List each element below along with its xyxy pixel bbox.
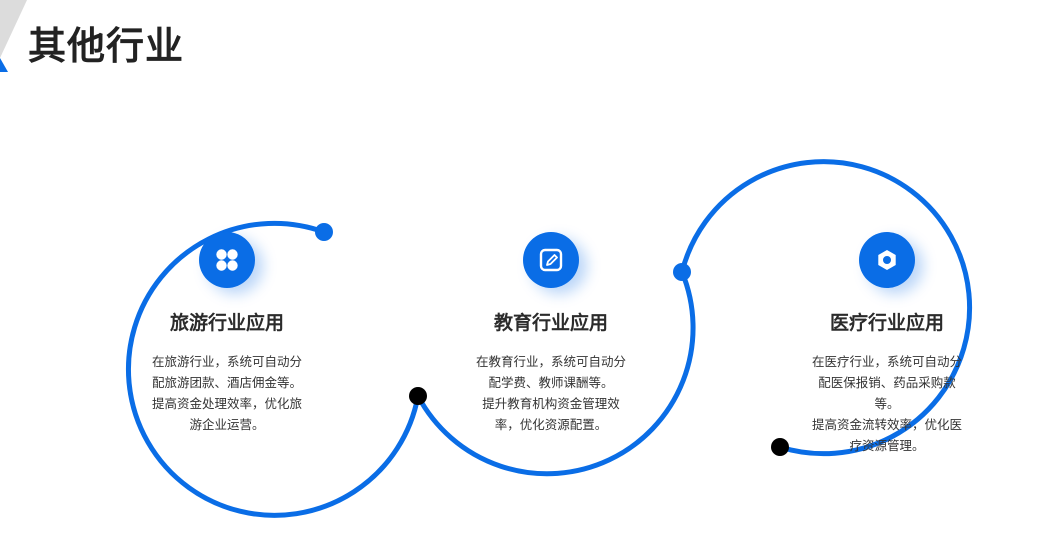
desc-line: 配旅游团款、酒店佣金等。	[151, 375, 302, 390]
desc-line: 配医保报销、药品采购款	[818, 375, 956, 390]
clover-icon	[216, 249, 238, 271]
card-title: 教育行业应用	[493, 312, 608, 334]
desc-line: 率，优化资源配置。	[494, 417, 608, 432]
page-title: 其他行业	[28, 24, 185, 68]
card-description: 在医疗行业，系统可自动分 配医保报销、药品采购款 等。 提高资金流转效率，优化医…	[802, 351, 972, 456]
node-dot-4	[771, 438, 789, 456]
desc-line: 提升教育机构资金管理效	[482, 396, 620, 411]
desc-line: 疗资源管理。	[849, 438, 925, 453]
card-title: 旅游行业应用	[169, 312, 284, 334]
edit-icon	[539, 248, 563, 272]
node-dot-3	[673, 263, 691, 281]
desc-line: 在医疗行业，系统可自动分	[811, 354, 962, 369]
hex-nut-icon	[878, 250, 896, 270]
tourism-icon-badge	[199, 232, 255, 288]
medical-icon-badge	[859, 232, 915, 288]
card-education: 教育行业应用 在教育行业，系统可自动分 配学费、教师课酬等。 提升教育机构资金管…	[446, 232, 656, 435]
curve-segment-3	[679, 159, 972, 457]
card-title: 医疗行业应用	[829, 312, 944, 334]
card-medical: 医疗行业应用 在医疗行业，系统可自动分 配医保报销、药品采购款 等。 提高资金流…	[782, 232, 992, 456]
card-description: 在旅游行业，系统可自动分 配旅游团款、酒店佣金等。 提高资金处理效率，优化旅 游…	[142, 351, 312, 435]
node-dot-2	[409, 387, 427, 405]
node-dot-1	[315, 223, 333, 241]
card-description: 在教育行业，系统可自动分 配学费、教师课酬等。 提升教育机构资金管理效 率，优化…	[466, 351, 636, 435]
desc-line: 游企业运营。	[189, 417, 265, 432]
education-icon-badge	[523, 232, 579, 288]
desc-line: 等。	[874, 396, 900, 411]
desc-line: 提高资金处理效率，优化旅	[151, 396, 302, 411]
card-tourism: 旅游行业应用 在旅游行业，系统可自动分 配旅游团款、酒店佣金等。 提高资金处理效…	[122, 232, 332, 435]
desc-line: 配学费、教师课酬等。	[488, 375, 614, 390]
curve-segment-2	[415, 269, 696, 477]
corner-decoration	[0, 0, 27, 72]
desc-line: 在旅游行业，系统可自动分	[151, 354, 302, 369]
desc-line: 在教育行业，系统可自动分	[475, 354, 626, 369]
desc-line: 提高资金流转效率，优化医	[811, 417, 962, 432]
